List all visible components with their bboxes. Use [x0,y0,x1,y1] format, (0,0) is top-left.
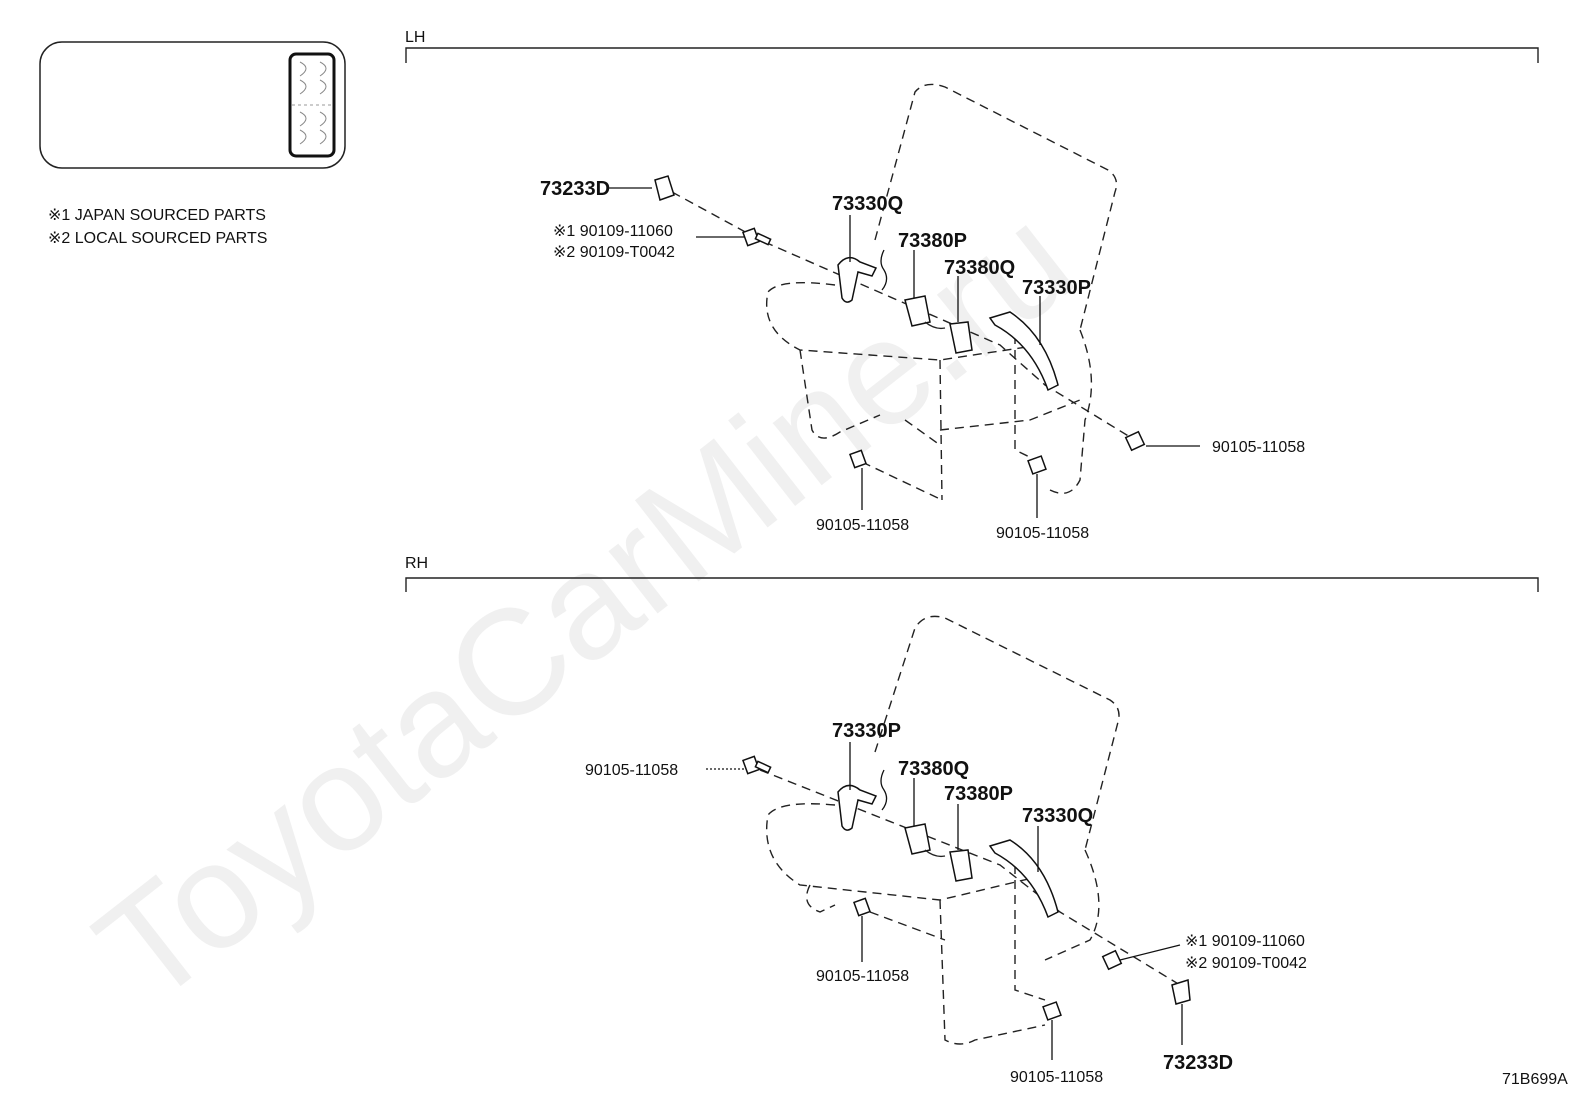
seat-belt-anchor-icon [837,784,878,831]
bolt-icon [742,227,772,247]
watermark: ToyotaCarMine.ru [66,174,1102,1035]
part-label-bolt-local: ※2 90109-T0042 [1185,955,1307,972]
section-title-lh: LH [405,29,425,46]
part-label-73380p: 73380P [898,230,967,252]
part-label-bolt-bottom-left: 90105-11058 [816,517,909,534]
part-label-bolt-left: 90105-11058 [585,762,678,779]
cover-clip-icon [1171,979,1191,1005]
seat-belt-anchor-icon [837,256,878,303]
part-label-bolt-bottom-right: 90105-11058 [996,525,1089,542]
bolt-icon [849,449,867,469]
part-label-73233d: 73233D [540,178,610,200]
bolt-icon [1042,1001,1062,1021]
part-label-bolt-bottom: 90105-11058 [1010,1069,1103,1086]
buckle-icon [949,321,973,354]
legend-note-local: ※2 LOCAL SOURCED PARTS [48,230,267,247]
bolt-icon [1027,455,1047,475]
assembly-line-lh-right [1014,335,1041,463]
seat-belt-icon [988,839,1059,919]
buckle-icon [904,295,931,327]
part-label-73380q: 73380Q [944,257,1015,279]
cover-clip-icon [654,175,675,201]
part-label-bolt-right: 90105-11058 [1212,439,1305,456]
assembly-line-rh-lower [869,911,946,941]
section-lh: LH [405,29,1539,542]
section-rh: RH [405,555,1539,1086]
vehicle-location-key [39,41,346,169]
seat-outline-rh [766,615,1120,1045]
bolt-icon [1101,949,1123,971]
part-label-73380q: 73380Q [898,758,969,780]
part-label-73380p: 73380P [944,783,1013,805]
assembly-line-rh-right [1014,865,1046,1001]
part-label-bolt-japan: ※1 90109-11060 [1185,933,1305,950]
part-label-bolt-mid: 90105-11058 [816,968,909,985]
seat-outline-lh [766,83,1118,501]
buckle-icon [949,849,973,882]
figure-code: 71B699A [1502,1071,1568,1088]
bolt-icon [1124,430,1146,452]
seat-belt-icon [988,311,1059,392]
legend-note-japan: ※1 JAPAN SOURCED PARTS [48,207,266,224]
part-label-bolt-local: ※2 90109-T0042 [553,244,675,261]
bolt-icon [742,755,772,775]
bolt-icon [853,897,871,917]
part-label-73233d: 73233D [1163,1052,1233,1074]
section-title-rh: RH [405,555,428,572]
part-label-73330p: 73330P [1022,277,1091,299]
part-label-73330p: 73330P [832,720,901,742]
buckle-icon [904,823,931,855]
part-label-73330q: 73330Q [1022,805,1093,827]
part-label-73330q: 73330Q [832,193,903,215]
assembly-line-lh-upper [671,191,1136,441]
part-label-bolt-japan: ※1 90109-11060 [553,223,673,240]
